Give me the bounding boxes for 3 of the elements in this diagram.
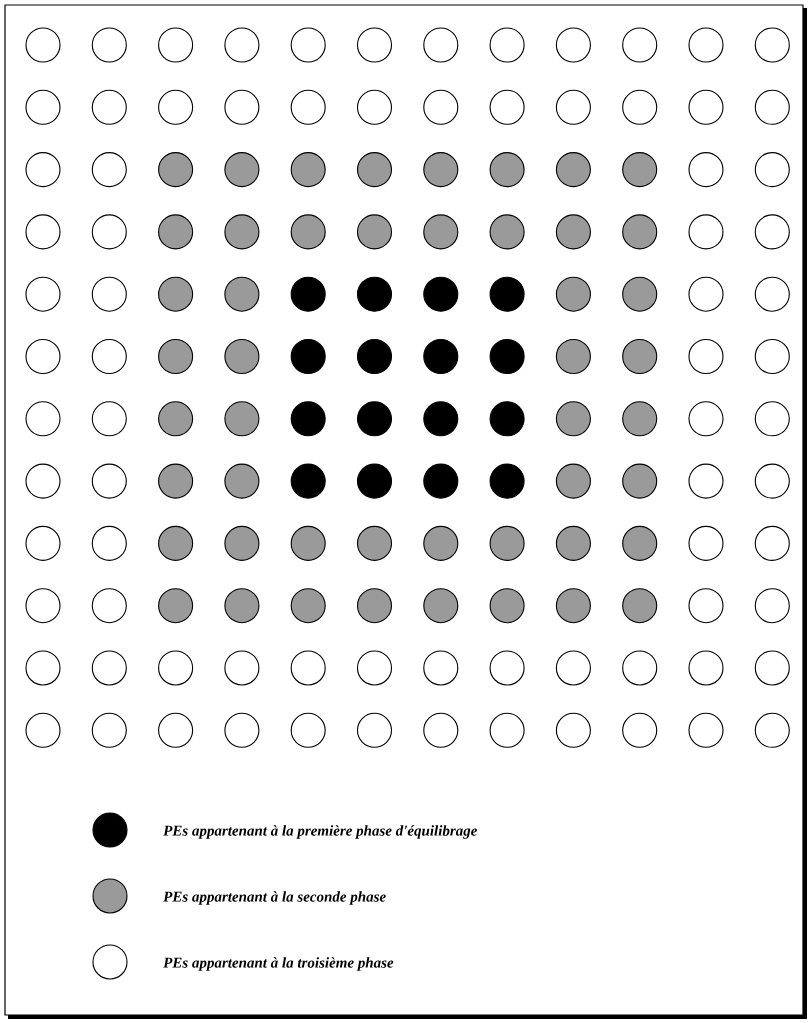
- legend-text: PEs appartenant à la troisième phase: [163, 957, 394, 971]
- legend-text: PEs appartenant à la seconde phase: [163, 891, 386, 905]
- legend-text: PEs appartenant à la première phase d'équilibrage: [163, 825, 478, 839]
